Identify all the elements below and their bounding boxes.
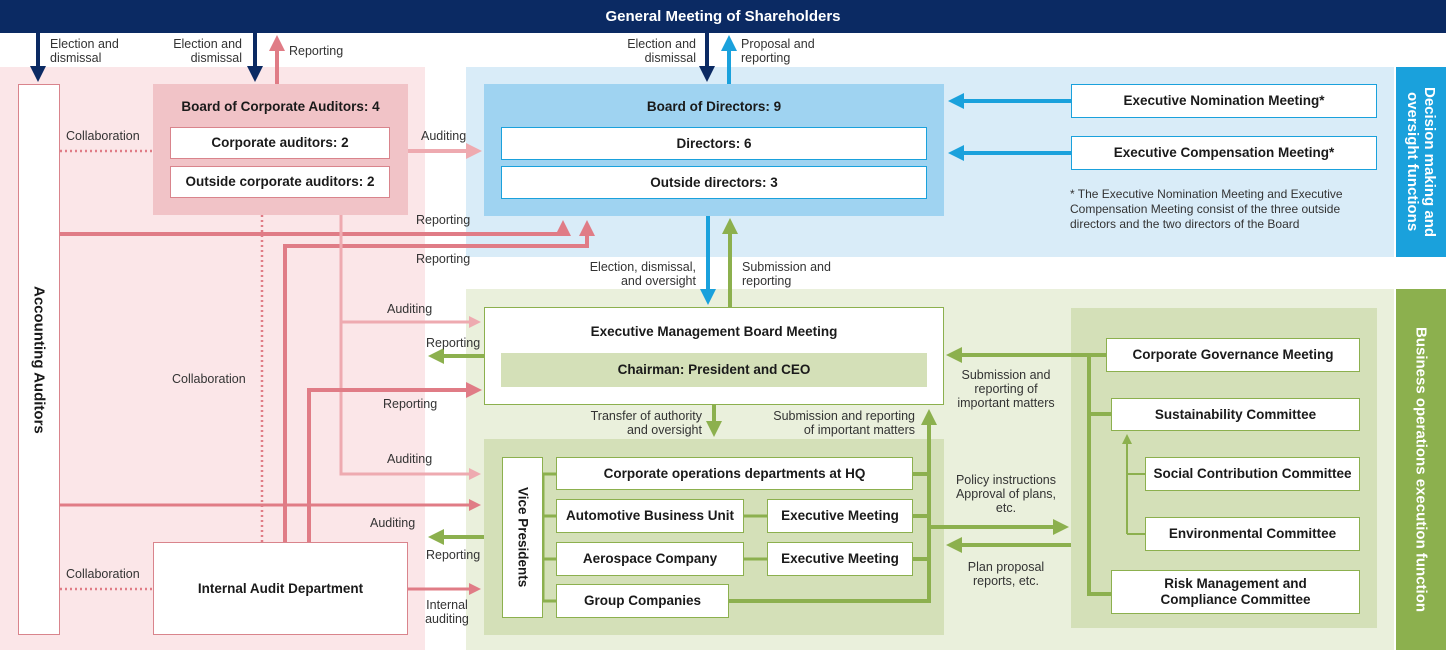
business-side-band	[1396, 289, 1446, 650]
label-transfer-authority: Transfer of authority and oversight	[590, 409, 702, 437]
governance-meeting-box: Corporate Governance Meeting	[1106, 338, 1360, 372]
label-auditing-directors: Auditing	[421, 129, 467, 143]
accounting-auditors-label: Accounting Auditors	[30, 285, 48, 434]
label-auditing-operations: Auditing	[387, 452, 433, 466]
reporting-audit-to-directors	[283, 220, 595, 542]
outside-directors-box: Outside directors: 3	[501, 166, 927, 199]
vice-presidents-box: Vice Presidents	[502, 457, 543, 618]
decision-side-band	[1396, 67, 1446, 257]
board-of-directors-title: Board of Directors: 9	[646, 99, 782, 115]
reporting-accounting-to-directors	[60, 220, 571, 236]
social-contribution-box: Social Contribution Committee	[1145, 457, 1360, 491]
label-collaboration-bottom: Collaboration	[66, 567, 140, 581]
label-election-accounting: Election and dismissal	[50, 37, 119, 65]
environmental-committee-box: Environmental Committee	[1145, 517, 1360, 551]
label-reporting-1: Reporting	[416, 213, 471, 227]
group-companies-box: Group Companies	[556, 584, 729, 618]
label-election-auditors: Election and dismissal	[173, 37, 242, 65]
label-submission-reporting-important: Submission and reporting of important ma…	[957, 368, 1055, 410]
label-election-directors: Election and dismissal	[627, 37, 696, 65]
general-meeting-header: General Meeting of Shareholders	[0, 0, 1446, 33]
internal-audit-box: Internal Audit Department	[153, 542, 408, 635]
business-side-label: Business operations execution function	[1412, 326, 1430, 613]
submission-important-line	[729, 472, 931, 603]
risk-committee-box: Risk Management and Compliance Committee	[1111, 570, 1360, 614]
executive-board-title: Executive Management Board Meeting	[590, 324, 838, 339]
label-policy-instructions: Policy instructions Approval of plans, e…	[955, 473, 1057, 515]
footnote-text: * The Executive Nomination Meeting and E…	[1070, 187, 1343, 231]
directors-box: Directors: 6	[501, 127, 927, 160]
corporate-auditors-box: Corporate auditors: 2	[170, 127, 390, 159]
auditing-to-operations	[339, 322, 481, 480]
nomination-meeting-box: Executive Nomination Meeting*	[1071, 84, 1377, 118]
label-reporting-auditors: Reporting	[289, 44, 344, 58]
committee-trunk	[1087, 355, 1111, 596]
label-proposal-reporting: Proposal and reporting	[741, 37, 815, 65]
reporting-audit-to-executive	[307, 382, 482, 542]
label-auditing-executive: Auditing	[387, 302, 433, 316]
aerospace-company-box: Aerospace Company	[556, 542, 744, 576]
sustainability-committee-box: Sustainability Committee	[1111, 398, 1360, 431]
vice-presidents-label: Vice Presidents	[515, 487, 531, 588]
outside-auditors-box: Outside corporate auditors: 2	[170, 166, 390, 198]
board-of-auditors-title: Board of Corporate Auditors: 4	[181, 99, 380, 115]
label-reporting-executive: Reporting	[426, 336, 481, 350]
accounting-auditors-box: Accounting Auditors	[18, 84, 60, 635]
hq-departments-box: Corporate operations departments at HQ	[556, 457, 913, 490]
label-collaboration-middle: Collaboration	[172, 372, 246, 386]
automotive-unit-box: Automotive Business Unit	[556, 499, 744, 533]
label-auditing-accounting: Auditing	[370, 516, 416, 530]
chairman-box: Chairman: President and CEO	[501, 353, 927, 387]
label-election-oversight: Election, dismissal, and oversight	[589, 260, 696, 288]
label-plan-proposal: Plan proposal reports, etc.	[967, 560, 1045, 588]
label-collaboration-top: Collaboration	[66, 129, 140, 143]
aerospace-exec-meeting-box: Executive Meeting	[767, 542, 913, 576]
label-reporting-operations: Reporting	[426, 548, 481, 562]
label-reporting-2: Reporting	[416, 252, 471, 266]
automotive-exec-meeting-box: Executive Meeting	[767, 499, 913, 533]
label-reporting-audit-dept: Reporting	[383, 397, 438, 411]
decision-side-label: Decision making and oversight functions	[1404, 86, 1438, 238]
label-submission-reporting: Submission and reporting	[742, 260, 831, 288]
label-submission-important: Submission and reporting of important ma…	[773, 409, 915, 437]
label-internal-auditing: Internal auditing	[425, 598, 469, 626]
compensation-meeting-box: Executive Compensation Meeting*	[1071, 136, 1377, 170]
